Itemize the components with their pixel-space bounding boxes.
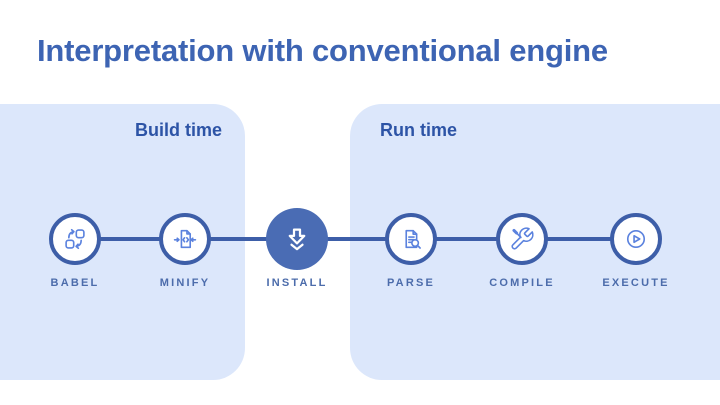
transform-icon <box>65 228 85 250</box>
play-icon <box>626 229 646 249</box>
pipeline-node-babel <box>49 213 101 265</box>
pipeline-label-parse: PARSE <box>386 277 436 289</box>
pipeline-node-install <box>266 208 328 270</box>
pipeline-node-compile <box>496 213 548 265</box>
download-icon <box>288 228 306 251</box>
pipeline-label-install: INSTALL <box>266 277 328 289</box>
pipeline-node-execute <box>610 213 662 265</box>
pipeline-label-minify: MINIFY <box>159 277 211 289</box>
pipeline-connector-line <box>75 237 637 241</box>
pipeline-label-compile: COMPILE <box>489 277 555 289</box>
pipeline-node-minify <box>159 213 211 265</box>
run-time-heading: Run time <box>380 120 458 140</box>
pipeline-label-babel: BABEL <box>50 277 100 289</box>
wrench-screwdriver-icon <box>511 227 534 250</box>
minify-code-icon <box>173 229 197 249</box>
document-search-icon <box>405 229 421 249</box>
build-time-heading: Build time <box>135 120 223 140</box>
pipeline-label-execute: EXECUTE <box>602 277 670 289</box>
pipeline-node-parse <box>385 213 437 265</box>
page-title: Interpretation with conventional engine <box>37 33 608 68</box>
